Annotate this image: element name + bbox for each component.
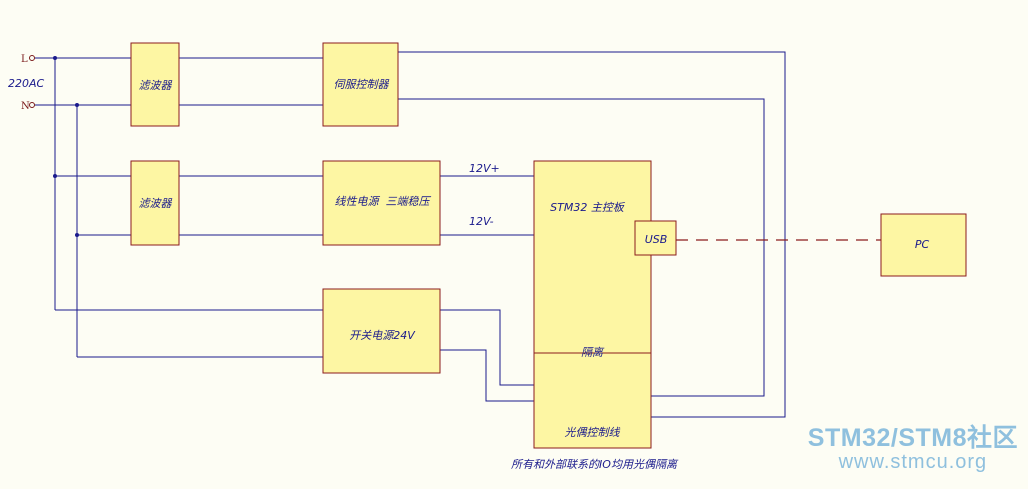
watermark: STM32/STM8社区 www.stmcu.org (807, 424, 1018, 473)
filter2-label: 滤波器 (139, 197, 173, 210)
filter1-block (130, 42, 180, 127)
label-L: L (21, 54, 28, 65)
junction-dot (53, 56, 57, 60)
filter1-label: 滤波器 (139, 79, 173, 92)
switch-psu-label: 开关电源24V (349, 329, 416, 342)
pc-label: PC (915, 238, 930, 251)
input-terminals (29, 55, 35, 108)
stm32-block (533, 160, 652, 354)
stm32-label: STM32 主控板 (550, 201, 626, 214)
junctions (53, 56, 79, 237)
watermark-title: STM32/STM8社区 (807, 424, 1018, 452)
linear-psu-block (322, 160, 441, 246)
opto-label: 光偶控制线 (565, 426, 621, 439)
pc-block (880, 213, 967, 277)
blocks (130, 42, 967, 449)
junction-dot (75, 103, 79, 107)
servo-block (322, 42, 399, 127)
opto-block (533, 352, 652, 449)
junction-dot (53, 174, 57, 178)
label-12v-minus: 12V- (469, 215, 494, 228)
label-220ac: 220AC (8, 77, 45, 90)
wires (35, 51, 786, 418)
wire-switch-opto-a (440, 309, 534, 386)
wire-servo-opto-a (398, 51, 786, 418)
switch-psu-block (322, 288, 441, 374)
filter2-block (130, 160, 180, 246)
usb-label: USB (645, 233, 668, 246)
label-12v-plus: 12V+ (469, 162, 500, 175)
watermark-url: www.stmcu.org (838, 451, 988, 473)
isolation-label: 隔离 (581, 346, 605, 359)
wire-servo-opto-b (398, 98, 765, 397)
terminal-N (29, 102, 35, 108)
linear-psu-label: 线性电源 三端稳压 (335, 195, 432, 208)
label-N: N (21, 101, 30, 112)
servo-label: 伺服控制器 (334, 78, 390, 91)
isolation-note: 所有和外部联系的IO均用光偶隔离 (511, 458, 679, 471)
wire-switch-opto-b (440, 349, 534, 402)
terminal-L (29, 55, 35, 61)
junction-dot (75, 233, 79, 237)
usb-block (634, 220, 677, 256)
